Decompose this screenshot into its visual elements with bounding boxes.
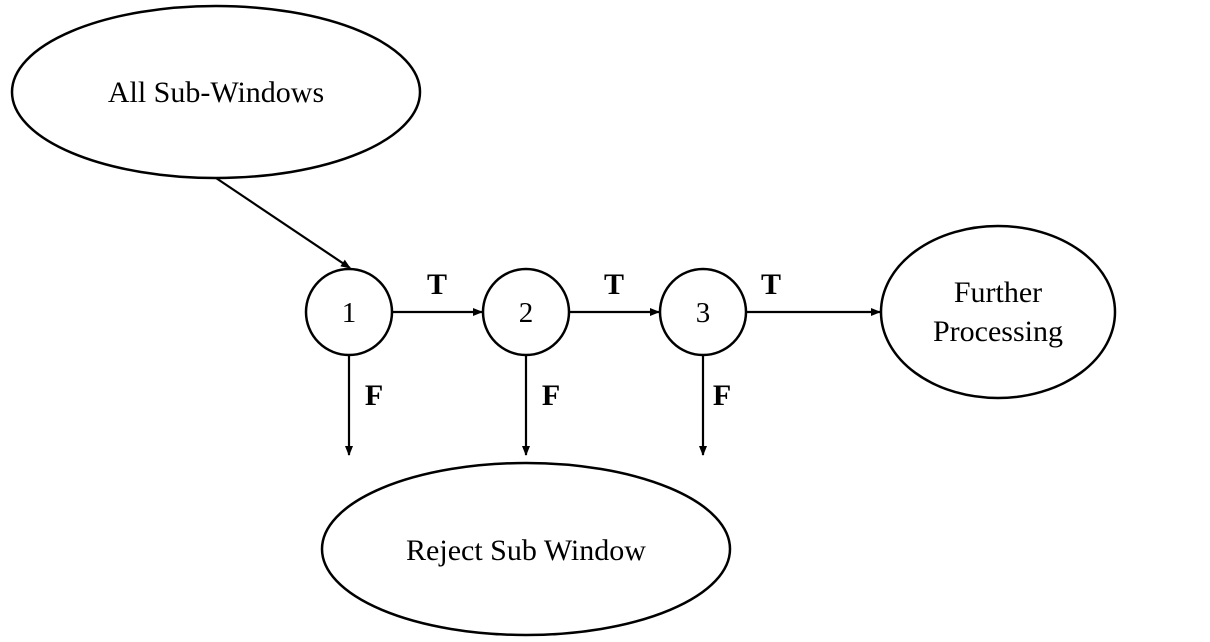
true-label-1: T: [427, 268, 447, 301]
further-processing-label-line1: Further: [954, 276, 1042, 309]
all-sub-windows-node: All Sub-Windows: [10, 4, 422, 180]
true-label-2: T: [604, 268, 624, 301]
reject-sub-window-label: Reject Sub Window: [406, 534, 646, 567]
stage-2-node: 2: [481, 267, 571, 357]
false-label-3: F: [713, 379, 731, 412]
stage-1-label: 1: [342, 297, 357, 329]
reject-sub-window-node: Reject Sub Window: [320, 461, 732, 637]
false-label-1: F: [365, 379, 383, 412]
stage-2-label: 2: [519, 297, 534, 329]
all-sub-windows-label: All Sub-Windows: [108, 76, 324, 109]
further-processing-node: Further Processing: [879, 224, 1117, 400]
further-processing-label-line2: Processing: [933, 315, 1063, 348]
stage-1-node: 1: [304, 267, 394, 357]
false-label-2: F: [542, 379, 560, 412]
start-to-stage1-arrow: [215, 177, 351, 269]
stage-3-label: 3: [696, 297, 711, 329]
true-label-3: T: [761, 268, 781, 301]
stage-3-node: 3: [658, 267, 748, 357]
